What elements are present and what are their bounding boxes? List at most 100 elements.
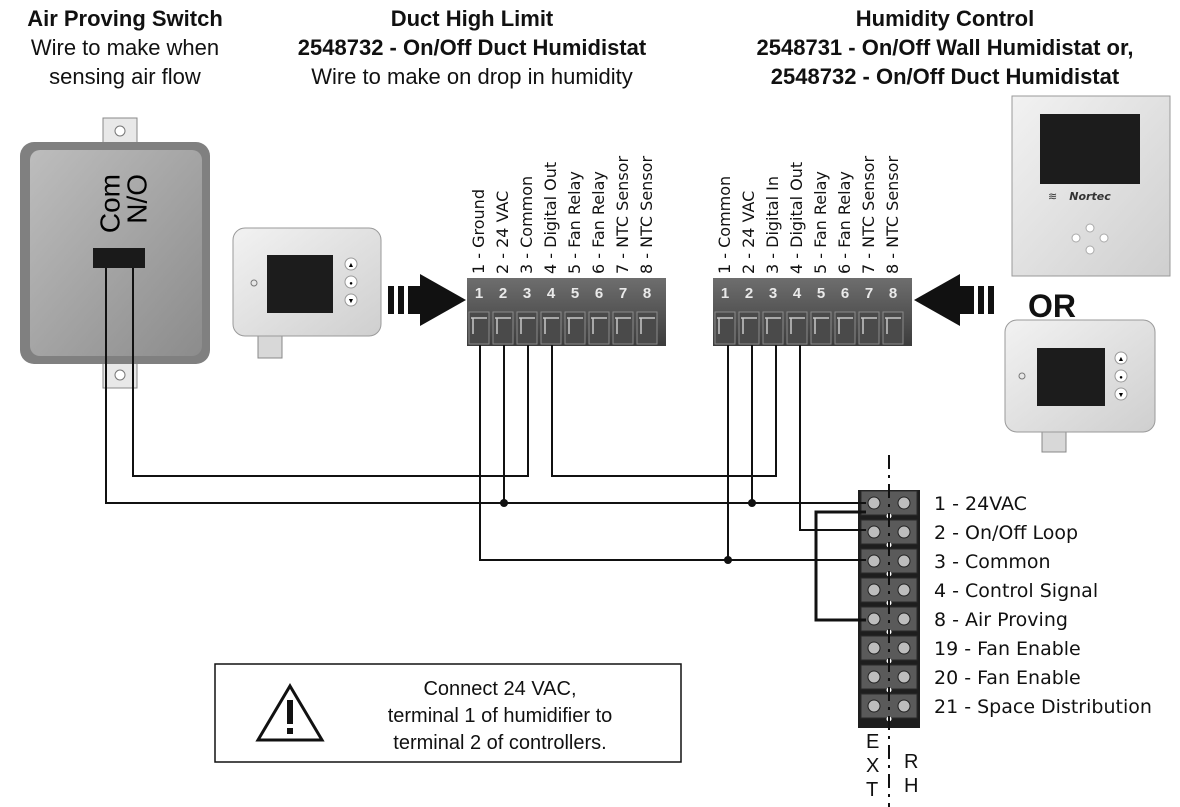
right-terminal-label: 8 - NTC Sensor — [883, 156, 902, 274]
ext-letter-e: E — [866, 731, 879, 753]
arrow-right-icon — [388, 274, 466, 326]
warning-line1: Connect 24 VAC, — [423, 678, 577, 700]
air-proving-title: Air Proving Switch — [27, 6, 223, 31]
right-terminal-number: 3 — [769, 285, 777, 302]
humidifier-terminal-strip: 1 - 24VAC 2 - On/Off Loop 3 - Common 4 - Co… — [858, 490, 1152, 728]
right-terminal-number: 2 — [745, 285, 753, 302]
right-terminal-number: 7 — [865, 285, 873, 302]
humidifier-terminal-label: 1 - 24VAC — [934, 493, 1027, 515]
left-terminal-label: 5 - Fan Relay — [565, 171, 584, 274]
wire-common — [479, 345, 866, 561]
duct-humidistat-right: ▲ ● ▼ — [1004, 319, 1156, 453]
right-terminal-5: 5 — [810, 285, 832, 345]
wire-air-proving-loop — [814, 510, 866, 622]
rh-letter-h: H — [904, 775, 918, 797]
left-terminal-label: 3 - Common — [517, 176, 536, 274]
humidity-control-title: Humidity Control — [855, 6, 1035, 31]
or-label: OR — [1028, 288, 1076, 324]
right-terminal-label: 1 - Common — [715, 176, 734, 274]
svg-text:●: ● — [349, 281, 353, 287]
humidity-control-line2: 2548732 - On/Off Duct Humidistat — [770, 64, 1120, 89]
left-terminal-3: 3 — [516, 285, 538, 345]
duct-high-limit-header: Duct High Limit 2548732 - On/Off Duct Hu… — [262, 4, 682, 91]
air-proving-line1: Wire to make when — [30, 35, 220, 60]
ext-letter-t: T — [866, 779, 878, 801]
right-terminal-label: 5 - Fan Relay — [811, 171, 830, 274]
humidifier-terminal-label: 3 - Common — [934, 551, 1051, 573]
left-terminal-number: 2 — [499, 285, 507, 302]
left-terminal-label: 4 - Digital Out — [541, 162, 560, 274]
nortec-logo: Nortec — [1069, 190, 1111, 203]
left-terminal-number: 3 — [523, 285, 531, 302]
right-terminal-number: 6 — [841, 285, 849, 302]
left-terminal-label: 6 - Fan Relay — [589, 171, 608, 274]
right-terminal-number: 4 — [793, 285, 802, 302]
right-terminal-label: 3 - Digital In — [763, 176, 782, 274]
left-terminal-number: 7 — [619, 285, 627, 302]
humidity-control-line1: 2548731 - On/Off Wall Humidistat or, — [756, 35, 1134, 60]
warning-icon — [255, 683, 325, 742]
right-terminal-2: 2 — [738, 285, 760, 345]
arrow-left-icon — [914, 274, 994, 326]
wiring — [105, 268, 866, 561]
svg-text:●: ● — [1119, 375, 1123, 381]
right-terminal-7: 7 — [858, 285, 880, 345]
right-terminal-label: 6 - Fan Relay — [835, 171, 854, 274]
svg-text:▲: ▲ — [1118, 356, 1125, 363]
left-terminal-number: 6 — [595, 285, 603, 302]
right-terminal-label: 2 - 24 VAC — [739, 191, 758, 274]
warning-text: Connect 24 VAC, terminal 1 of humidifier… — [330, 676, 670, 757]
wire-junctions — [500, 499, 756, 564]
warning-box — [214, 663, 682, 763]
left-terminal-label: 8 - NTC Sensor — [637, 156, 656, 274]
wire-no — [132, 268, 529, 477]
left-terminal-label: 1 - Ground — [469, 189, 488, 274]
switch-com-label: Com — [94, 174, 125, 233]
svg-text:▲: ▲ — [348, 262, 355, 269]
air-proving-header: Air Proving Switch Wire to make when sen… — [0, 4, 250, 91]
right-terminal-label: 7 - NTC Sensor — [859, 156, 878, 274]
humidifier-terminal-label: 21 - Space Distribution — [934, 696, 1152, 718]
humidifier-terminal-label: 19 - Fan Enable — [934, 638, 1081, 660]
svg-text:▼: ▼ — [1118, 392, 1125, 399]
right-terminal-8: 8 — [882, 285, 904, 345]
left-terminal-6: 6 — [588, 285, 610, 345]
left-terminal-5: 5 — [564, 285, 586, 345]
right-terminal-number: 1 — [721, 285, 729, 302]
duct-high-limit-title: Duct High Limit — [390, 6, 554, 31]
humidity-control-header: Humidity Control 2548731 - On/Off Wall H… — [705, 4, 1180, 91]
warning-line2: terminal 1 of humidifier to — [387, 705, 613, 727]
left-terminal-number: 8 — [643, 285, 651, 302]
left-terminal-number: 4 — [547, 285, 556, 302]
rh-label: R H — [904, 751, 918, 797]
left-terminal-4: 4 — [540, 285, 562, 345]
right-terminal-number: 5 — [817, 285, 825, 302]
air-proving-switch: Com N/O — [20, 117, 210, 389]
left-terminal-number: 5 — [571, 285, 579, 302]
right-terminal-4: 4 — [786, 285, 808, 345]
ext-label: E X T — [866, 731, 879, 801]
humidifier-terminal-label: 2 - On/Off Loop — [934, 522, 1078, 544]
left-terminal-8: 8 — [636, 285, 658, 345]
right-terminal-6: 6 — [834, 285, 856, 345]
air-proving-line2: sensing air flow — [49, 64, 201, 89]
duct-high-limit-subtitle: 2548732 - On/Off Duct Humidistat — [297, 35, 647, 60]
humidifier-terminal-label: 8 - Air Proving — [934, 609, 1068, 631]
left-terminal-7: 7 — [612, 285, 634, 345]
left-terminal-label: 7 - NTC Sensor — [613, 156, 632, 274]
duct-humidistat-left: ▲ ● ▼ — [232, 227, 382, 359]
right-terminal-label: 4 - Digital Out — [787, 162, 806, 274]
ext-letter-x: X — [866, 755, 879, 777]
rh-letter-r: R — [904, 751, 918, 773]
duct-high-limit-line1: Wire to make on drop in humidity — [311, 64, 633, 89]
nortec-wave-icon: ≋ — [1048, 191, 1057, 203]
warning-line3: terminal 2 of controllers. — [393, 732, 607, 754]
left-terminal-2: 2 — [492, 285, 514, 345]
left-terminal-label: 2 - 24 VAC — [493, 191, 512, 274]
wall-humidistat: Nortec ≋ — [1011, 95, 1171, 277]
humidifier-terminal-label: 4 - Control Signal — [934, 580, 1098, 602]
left-terminal-1: 1 — [468, 285, 490, 345]
